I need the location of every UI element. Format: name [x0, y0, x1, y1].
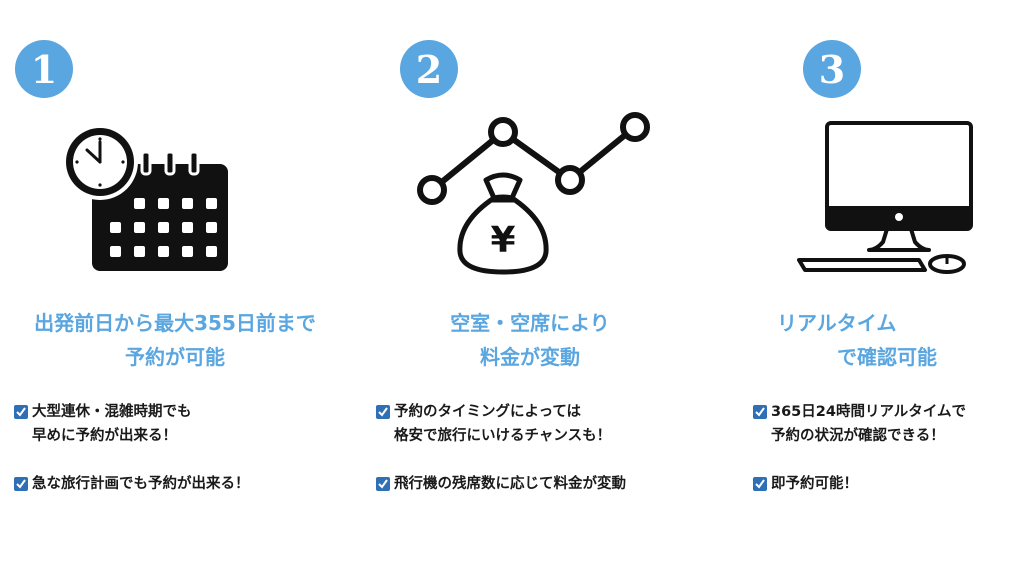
money-bag-trend-icon: ¥	[417, 112, 650, 275]
checkbox-icon	[376, 405, 390, 419]
bullet-text: 予約のタイミングによっては	[394, 404, 582, 420]
bullet-text: 急な旅行計画でも予約が出来る！	[32, 476, 250, 492]
bullet-text-cont: 早めに予約が出来る！	[32, 428, 177, 444]
feature-title: 空室・空席により 料金が変動	[360, 306, 700, 374]
feature-title-line: 予約が可能	[125, 345, 225, 369]
list-item: 大型連休・混雑時期でも 早めに予約が出来る！	[14, 400, 250, 448]
bullet-text: 大型連休・混雑時期でも	[32, 404, 192, 420]
feature-title: リアルタイム で確認可能	[777, 306, 957, 374]
feature-title-line: 料金が変動	[480, 345, 580, 369]
feature-title-line: リアルタイム	[777, 311, 897, 335]
bullet-text: 即予約可能！	[771, 476, 858, 492]
feature-title-line: で確認可能	[837, 345, 937, 369]
checkbox-icon	[376, 477, 390, 491]
checkbox-icon	[14, 477, 28, 491]
calendar-clock-icon	[62, 124, 228, 271]
feature-title-line: 空室・空席により	[450, 311, 610, 335]
bullet-text-cont: 格安で旅行にいけるチャンスも！	[394, 428, 612, 444]
bullet-text: 365日24時間リアルタイムで	[771, 404, 967, 420]
desktop-computer-icon	[797, 121, 973, 274]
feature-card-dynamic-pricing: 2 ¥ 空室・空席により 料金が変動 予約のタイミングによっては 格安で旅行にい…	[360, 0, 700, 576]
checkbox-icon	[14, 405, 28, 419]
list-item: 365日24時間リアルタイムで 予約の状況が確認できる！	[753, 400, 966, 448]
feature-title: 出発前日から最大355日前まで 予約が可能	[10, 306, 340, 374]
bullet-text-cont: 予約の状況が確認できる！	[771, 428, 945, 444]
list-item: 急な旅行計画でも予約が出来る！	[14, 472, 250, 496]
step-number-badge: 3	[803, 40, 861, 98]
step-number-badge: 2	[400, 40, 458, 98]
bag-yen-symbol: ¥	[490, 220, 515, 261]
bullet-text: 飛行機の残席数に応じて料金が変動	[394, 476, 626, 492]
feature-card-realtime: 3 リアルタイム で確認可能 365日24時間リアルタイムで 予約の状況が確認で…	[745, 0, 1024, 576]
feature-bullet-list: 大型連休・混雑時期でも 早めに予約が出来る！ 急な旅行計画でも予約が出来る！	[14, 400, 250, 520]
checkbox-icon	[753, 477, 767, 491]
step-number-badge: 1	[15, 40, 73, 98]
list-item: 即予約可能！	[753, 472, 966, 496]
feature-bullet-list: 365日24時間リアルタイムで 予約の状況が確認できる！ 即予約可能！	[753, 400, 966, 520]
list-item: 飛行機の残席数に応じて料金が変動	[376, 472, 626, 496]
feature-card-advance-booking: 1 出発前日から最大355日前まで 予約が可能 大型連休・混雑時期でも 早めに予…	[0, 0, 350, 576]
feature-title-line: 出発前日から最大355日前まで	[34, 311, 316, 335]
list-item: 予約のタイミングによっては 格安で旅行にいけるチャンスも！	[376, 400, 626, 448]
feature-bullet-list: 予約のタイミングによっては 格安で旅行にいけるチャンスも！ 飛行機の残席数に応じ…	[376, 400, 626, 520]
checkbox-icon	[753, 405, 767, 419]
